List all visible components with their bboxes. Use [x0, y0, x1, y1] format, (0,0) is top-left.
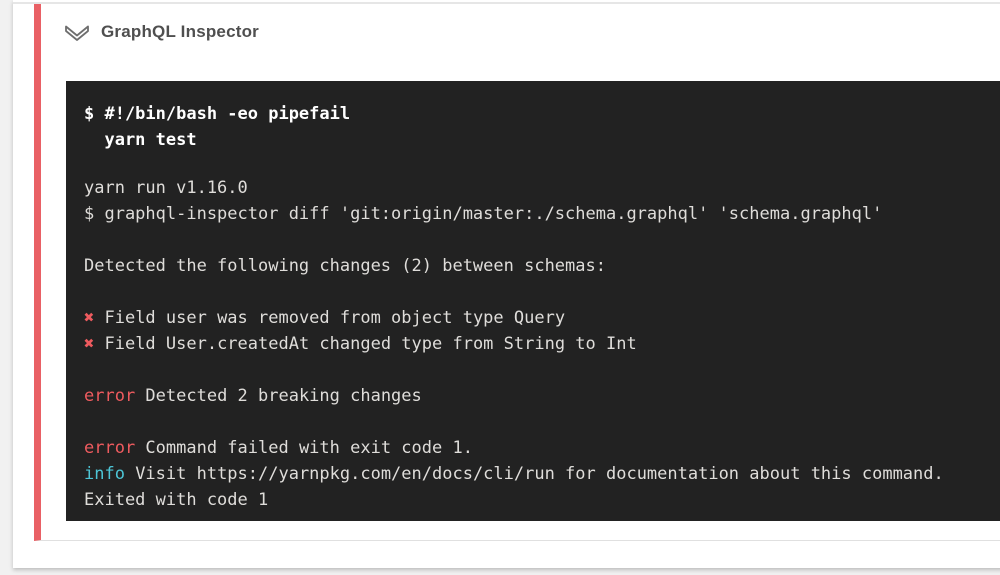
terminal-line: [84, 409, 995, 435]
chevron-double-down-icon: [65, 25, 89, 41]
terminal-line: [84, 357, 995, 383]
step-title: GraphQL Inspector: [101, 22, 260, 41]
terminal-line: info Visit https://yarnpkg.com/en/docs/c…: [84, 464, 944, 484]
terminal-line: error Detected 2 breaking changes: [84, 386, 422, 406]
terminal-output-block: yarn run v1.16.0 $ graphql-inspector diff…: [84, 175, 995, 513]
terminal-command-block: $ #!/bin/bash -eo pipefail yarn test: [84, 101, 995, 153]
build-step-card: GraphQL Inspector $ #!/bin/bash -eo pipe…: [13, 0, 1000, 568]
step-header-toggle[interactable]: GraphQL Inspector: [41, 4, 1000, 60]
terminal-line: Detected the following changes (2) betwe…: [84, 256, 606, 276]
previous-step-divider: [13, 2, 1000, 4]
terminal-line: [84, 279, 995, 305]
terminal-line: $ #!/bin/bash -eo pipefail: [84, 104, 351, 124]
terminal-line: yarn run v1.16.0: [84, 178, 248, 198]
terminal-line: Exited with code 1: [84, 490, 269, 510]
terminal-output: $ #!/bin/bash -eo pipefail yarn test yar…: [66, 81, 1000, 521]
terminal-line: [84, 227, 995, 253]
failed-step-section: GraphQL Inspector $ #!/bin/bash -eo pipe…: [34, 4, 1000, 541]
terminal-line: ✖ Field user was removed from object typ…: [84, 308, 566, 328]
terminal-line: error Command failed with exit code 1.: [84, 438, 473, 458]
terminal-line: ✖ Field User.createdAt changed type from…: [84, 334, 637, 354]
terminal-line: $ graphql-inspector diff 'git:origin/mas…: [84, 204, 883, 224]
terminal-line: yarn test: [84, 130, 197, 150]
